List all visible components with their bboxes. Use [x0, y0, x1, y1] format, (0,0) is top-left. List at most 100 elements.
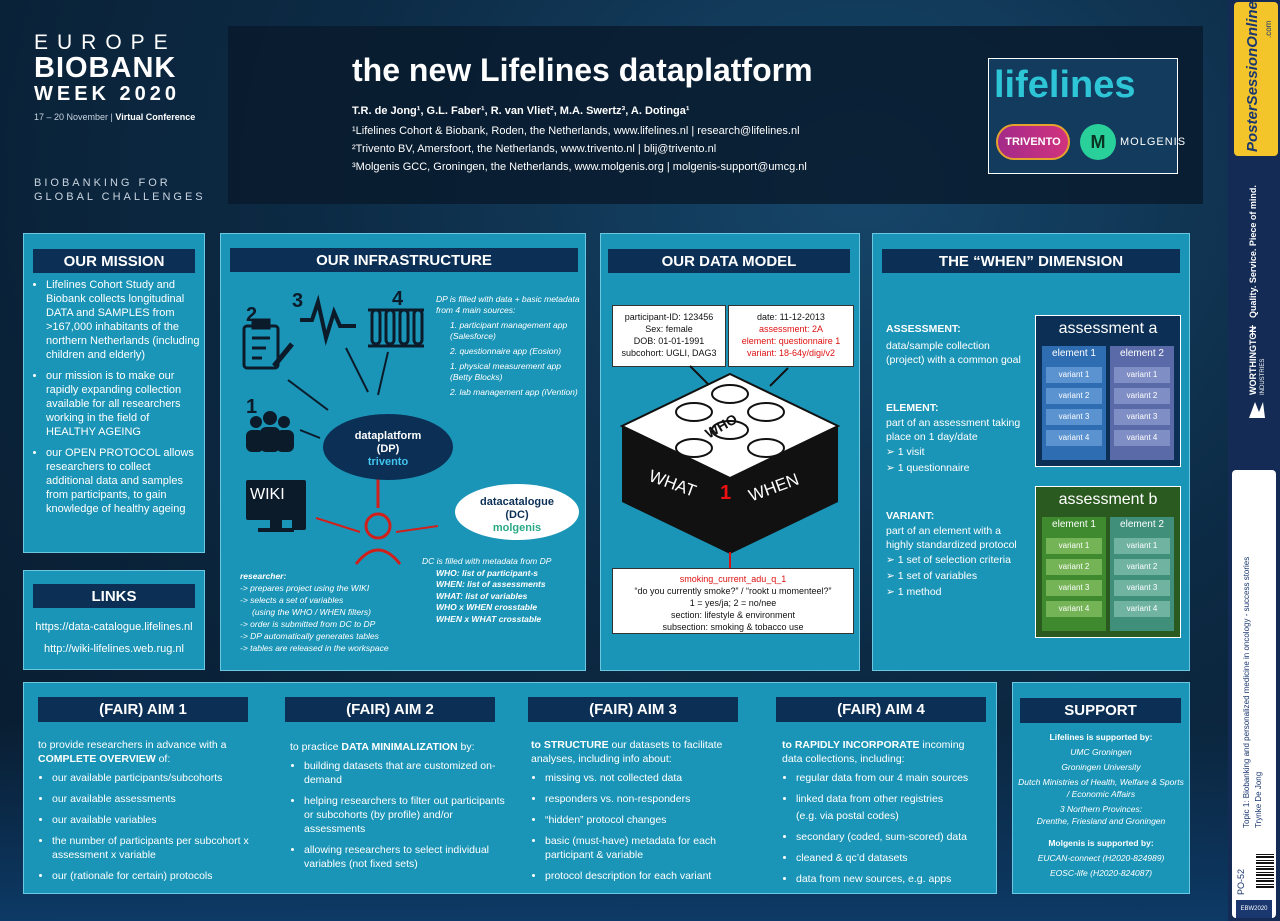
support-heading-molgenis: Molgenis is supported by: [1048, 838, 1154, 848]
variant-cell: variant 2 [1114, 559, 1170, 575]
aim3-content: to STRUCTURE our datasets to facilitate … [531, 738, 756, 890]
support-content: Lifelines is supported by: UMC Groningen… [1016, 731, 1186, 879]
mission-panel [23, 233, 205, 553]
worthington-logo: WORTHINGTON [1248, 326, 1258, 395]
support-line: EOSC-life (H2020-824087) [1049, 868, 1153, 878]
aim3-intro: to STRUCTURE our datasets to facilitate … [531, 738, 756, 766]
variant-bullet: ➢ 1 set of variables [886, 570, 978, 582]
variant-cell: variant 2 [1046, 559, 1102, 575]
tagline-line2: GLOBAL CHALLENGES [34, 191, 206, 203]
assessment-text: data/sample collection (project) with a … [886, 340, 1021, 366]
links-title: LINKS [33, 584, 195, 608]
variable-name: smoking_current_adu_q_1 [679, 574, 787, 584]
aim2-item: allowing researchers to select individua… [304, 843, 515, 871]
dc-item: WHAT: list of variables [436, 590, 528, 601]
aim2-title: (FAIR) AIM 2 [285, 697, 495, 722]
mission-title: OUR MISSION [33, 249, 195, 273]
support-line: EUCAN-connect (H2020-824989) [1037, 853, 1165, 863]
computer-icon [246, 480, 306, 532]
who-line: Sex: female [645, 324, 693, 334]
when-variant-text: variant: 18-64y/digi/v2 [746, 348, 836, 358]
element-bullet: ➢ 1 questionnaire [886, 462, 970, 474]
poster-title: the new Lifelines dataplatform [352, 52, 813, 88]
element-header: element 1 [1052, 348, 1096, 359]
aim2-intro-text: to practice [290, 741, 342, 753]
lifelines-logo: lifelines [994, 64, 1136, 106]
participants-icon [246, 411, 294, 452]
variant-label: VARIANT: [886, 510, 935, 522]
researcher-step: -> DP automatically generates tables [240, 631, 379, 641]
aim3-title: (FAIR) AIM 3 [528, 697, 738, 722]
aim2-item: building datasets that are customized on… [304, 759, 515, 787]
variant-bullet-text: 1 set of selection criteria [897, 554, 1011, 566]
aim1-item: our available variables [52, 813, 268, 827]
element-bullet-text: 1 visit [897, 446, 925, 458]
researcher-steps: researcher: -> prepares project using th… [240, 570, 420, 654]
dp-source-text: lab management app (iVention) [459, 387, 578, 397]
aim4-intro-end: incoming data collections, including: [782, 739, 965, 765]
dc-label: datacatalogue [480, 496, 554, 508]
source-number-2: 2 [246, 304, 258, 326]
aim4-item: data from new sources, e.g. apps [796, 872, 987, 886]
source-number-4: 4 [392, 288, 404, 310]
variant-bullet: ➢ 1 set of selection criteria [886, 554, 1011, 566]
molgenis-logo-icon: M [1080, 124, 1116, 160]
dc-abbr: (DC) [505, 509, 529, 521]
aim3-item: basic (must-have) metadata for each part… [545, 834, 756, 862]
event-dates: 17 – 20 November | Virtual Conference [34, 112, 196, 122]
aim4-item: secondary (coded, sum-scored) data [796, 830, 987, 844]
aim4-subnote: (e.g. via postal codes) [796, 810, 899, 822]
aim1-intro-end: of: [155, 753, 171, 765]
dc-item: WHEN x WHAT crosstable [436, 613, 542, 624]
assessment-definition: ASSESSMENT: data/sample collection (proj… [886, 322, 1026, 367]
when-assessment: assessment: 2A [758, 324, 824, 334]
aim4-intro-bold: to RAPIDLY INCORPORATE [782, 739, 920, 751]
aim1-item: our available assessments [52, 792, 268, 806]
researcher-title: researcher: [240, 571, 287, 581]
dp-source-2: 2. questionnaire app (Eosion) [450, 346, 562, 356]
infra-svg [242, 294, 439, 565]
poster-author: Trynke De Jong [1254, 771, 1263, 828]
variant-cell: variant 2 [1046, 388, 1102, 404]
dp-label: dataplatform [354, 430, 422, 442]
aim1-intro-text: to provide researchers in advance with a [38, 739, 227, 751]
variant-cell: variant 4 [1046, 430, 1102, 446]
lego-block-diagram [610, 362, 850, 574]
strip-divider [1252, 325, 1253, 337]
aim2-intro: to practice DATA MINIMALIZATION by: [290, 740, 515, 754]
variant-cell: variant 3 [1114, 409, 1170, 425]
variant-bullet-text: 1 method [897, 586, 942, 598]
aim4-item: regular data from our 4 main sources [796, 771, 987, 785]
who-line: subcohort: UGLI, DAG3 [621, 348, 717, 358]
event-line3: WEEK 2020 [34, 83, 181, 105]
aim2-content: to practice DATA MINIMALIZATION by: buil… [290, 740, 515, 878]
mission-item: our OPEN PROTOCOL allows researchers to … [46, 446, 200, 516]
infrastructure-diagram [228, 280, 439, 570]
dp-source-text: physical measurement app (Betty Blocks) [450, 361, 562, 382]
aim2-item: helping researchers to filter out partic… [304, 794, 515, 836]
when-variant: variant: 18-64y/digi/v2 [729, 347, 853, 359]
tagline-line1: BIOBANKING FOR [34, 177, 171, 189]
variant-cell: variant 1 [1114, 538, 1170, 554]
link-datacatalogue[interactable]: https://data-catalogue.lifelines.nl [35, 621, 193, 633]
variable-line: “do you currently smoke?” / “rookt u mom… [634, 586, 832, 596]
poster-logo-text: PosterSessionOnline [1244, 1, 1261, 152]
dc-item: WHO x WHEN crosstable [436, 602, 538, 612]
data-model-title: OUR DATA MODEL [608, 249, 850, 273]
dc-vendor: molgenis [492, 522, 542, 534]
poster-logo-dotcom: .com [1264, 20, 1273, 38]
assessment-b-title: assessment b [1058, 491, 1158, 508]
researcher-step: -> order is submitted from DC to DP [240, 619, 376, 629]
assessment-label-text: ASSESSMENT [886, 323, 958, 335]
dp-abbr: (DP) [376, 443, 400, 455]
aim3-item: missing vs. not collected data [545, 771, 756, 785]
worthington-icon [1247, 400, 1267, 420]
dc-contents-title: DC is filled with metadata from DP [422, 556, 552, 566]
support-line: Groningen University [1061, 762, 1141, 772]
dataplatform-node: dataplatform (DP) trivento [323, 414, 453, 480]
variant-cell: variant 1 [1046, 538, 1102, 554]
when-dimension-title: THE “WHEN” DIMENSION [882, 249, 1180, 273]
dc-item: WHO: list of participant-s [436, 567, 538, 578]
link-wiki[interactable]: http://wiki-lifelines.web.rug.nl [43, 643, 184, 655]
assessment-a-element-2: element 2 variant 1 variant 2 variant 3 … [1110, 346, 1174, 460]
